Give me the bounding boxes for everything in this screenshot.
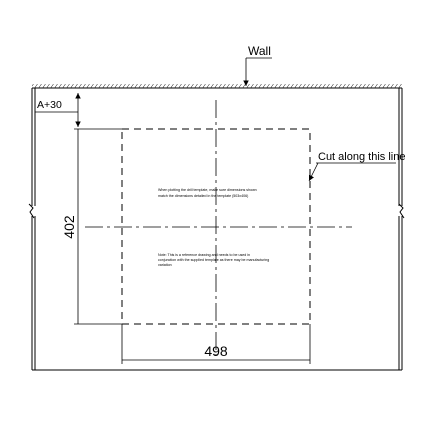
height-dimension: 402 (61, 215, 77, 239)
wall-label: Wall (248, 44, 271, 58)
wall-hatch (32, 84, 402, 88)
unit-outline (31, 88, 403, 371)
cut-line-label: Cut along this line (318, 151, 405, 163)
reference-note-line-3: variation (158, 263, 172, 267)
left-break-mark (28, 203, 35, 219)
cut-line-leader (308, 162, 319, 182)
reference-note-line-1: Note: This is a reference drawing and ne… (158, 253, 250, 257)
plotting-note-line-2: match the dimensions detailed in the tem… (158, 194, 248, 198)
offset-label: A+30 (37, 99, 62, 111)
right-break-mark (398, 203, 405, 219)
reference-note-line-2: conjunction with the supplied template a… (158, 258, 269, 262)
plotting-note-line-1: When plotting the drill template, make s… (158, 188, 257, 192)
width-dimension: 498 (204, 343, 228, 359)
